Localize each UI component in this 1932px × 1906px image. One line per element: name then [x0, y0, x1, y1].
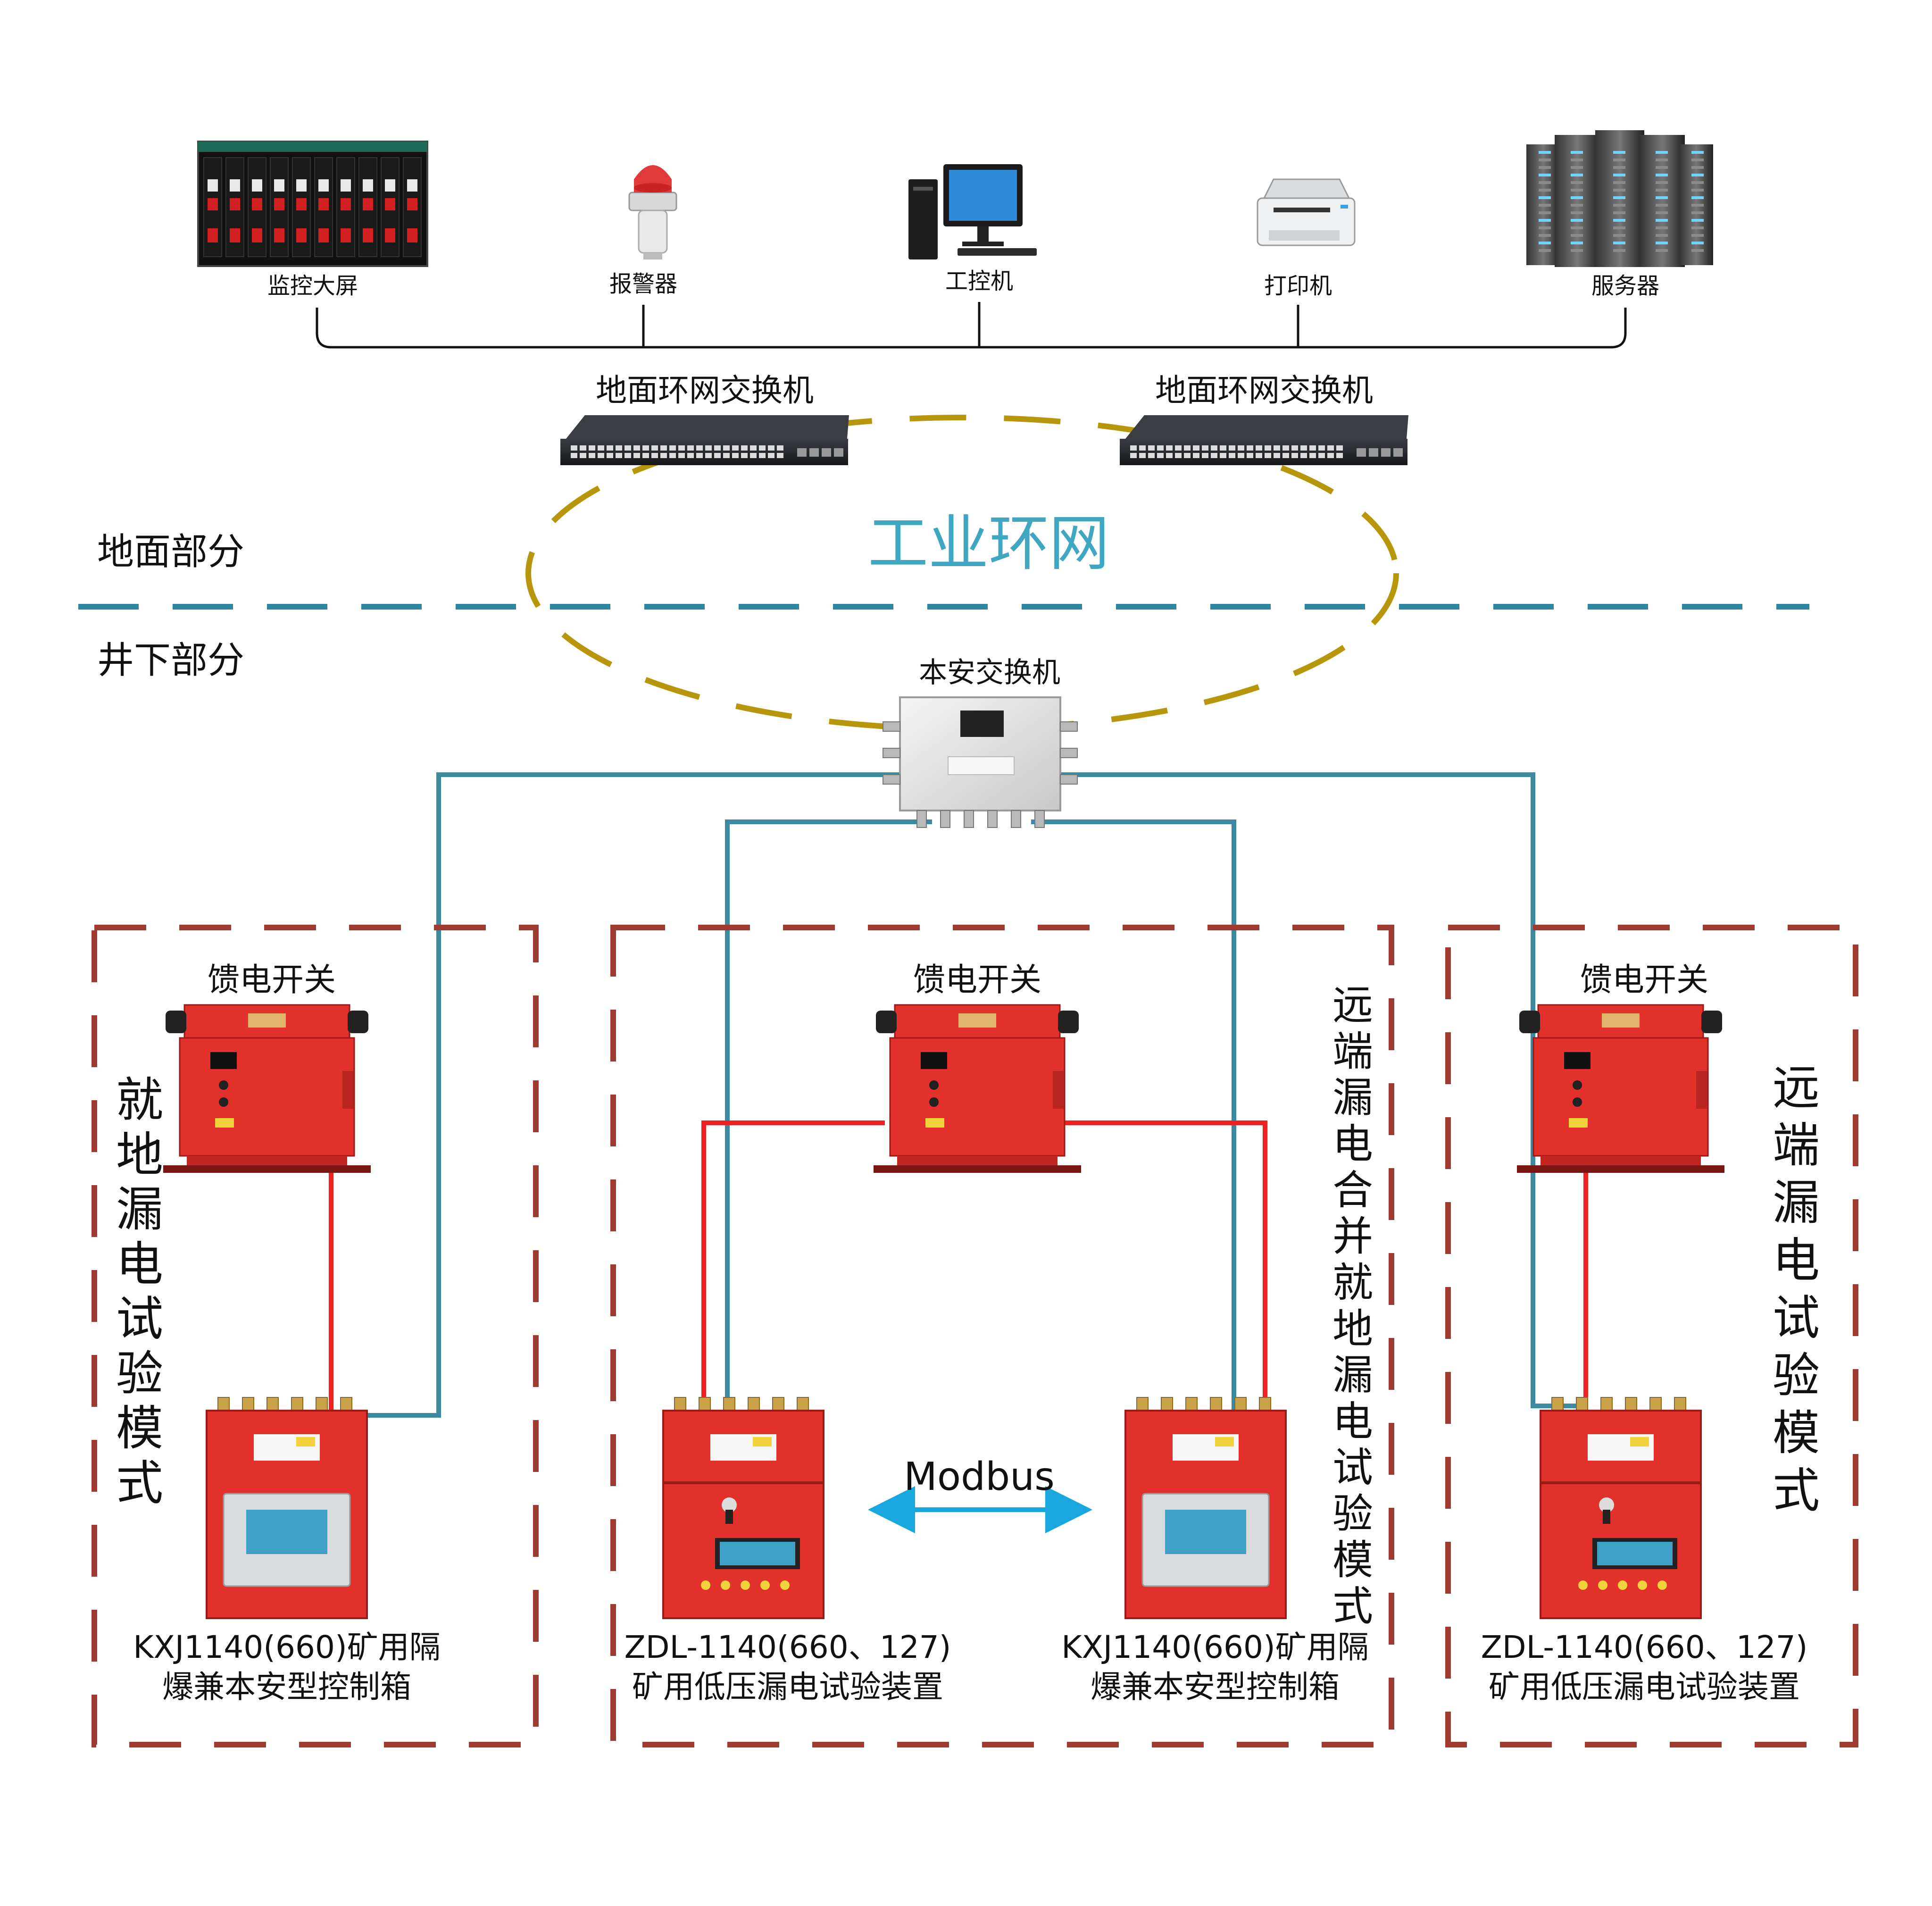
mode-char: 漏 [116, 1182, 163, 1237]
group-local-mode [92, 925, 539, 1747]
mode-char: 远 [1773, 1060, 1820, 1115]
alarm-label: 报警器 [609, 271, 677, 297]
mode-char: 试 [1332, 1444, 1373, 1491]
mode-char: 验 [1773, 1348, 1820, 1403]
mode-char: 式 [1332, 1583, 1373, 1630]
mode-char: 试 [1773, 1290, 1820, 1346]
mode-char: 漏 [1332, 1074, 1373, 1121]
underground-section-label: 井下部分 [97, 639, 244, 682]
mode-char: 地 [116, 1127, 163, 1182]
ring-switch-right-label: 地面环网交换机 [1155, 372, 1373, 409]
kxj-control-box-left-icon [206, 1397, 368, 1619]
kxj-left-caption-line2: 爆兼本安型控制箱 [162, 1669, 411, 1705]
group-remote-mode [1445, 925, 1858, 1747]
mode-char: 模 [1773, 1405, 1820, 1461]
mode-char: 验 [116, 1346, 163, 1401]
modbus-label: Modbus [904, 1455, 1055, 1499]
mode-char: 端 [1332, 1028, 1373, 1075]
group-combined-mode [610, 925, 1394, 1747]
mode-char: 合 [1332, 1167, 1373, 1214]
ring-switch-left-label: 地面环网交换机 [596, 372, 814, 409]
zdl-test-device-right-icon [1540, 1397, 1702, 1619]
ring-switch-left-icon [560, 415, 849, 465]
mode-char: 模 [116, 1401, 163, 1456]
zdl-right-caption-line2: 矿用低压漏电试验装置 [1489, 1669, 1800, 1705]
mode-char: 就 [116, 1072, 163, 1128]
feeder-switch-right-label: 馈电开关 [1580, 961, 1708, 999]
zdl-mid-caption-line1: ZDL-1140(660、127) [625, 1629, 951, 1665]
mode-char: 远 [1332, 982, 1373, 1029]
feeder-switch-right-icon [1517, 1004, 1724, 1173]
zdl-test-device-mid-icon [662, 1397, 824, 1619]
mode-char: 漏 [1332, 1352, 1373, 1399]
feeder-switch-left-label: 馈电开关 [208, 961, 336, 999]
ia-switch-icon [883, 696, 1078, 828]
ring-network-label: 工业环网 [868, 509, 1109, 579]
surface-section-label: 地面部分 [97, 531, 244, 573]
mode-char: 电 [116, 1237, 163, 1292]
mode-char: 式 [1773, 1463, 1820, 1518]
ia-switch-label: 本安交换机 [919, 656, 1060, 689]
mode-char: 模 [1332, 1537, 1373, 1584]
feeder-switch-left-icon [163, 1004, 371, 1173]
mode-char: 验 [1332, 1490, 1373, 1538]
industrial-pc-icon [908, 164, 1037, 259]
zdl-right-caption-line1: ZDL-1140(660、127) [1481, 1629, 1808, 1665]
ring-switch-right-icon [1120, 415, 1408, 465]
alarm-icon [628, 165, 677, 259]
mode-char: 地 [1332, 1305, 1373, 1353]
monitor-wall-label: 监控大屏 [267, 273, 358, 299]
kxj-mid-caption-line1: KXJ1140(660)矿用隔 [1061, 1629, 1368, 1665]
mode-char: 就 [1332, 1259, 1373, 1306]
printer-icon [1257, 178, 1356, 246]
mode-char: 电 [1332, 1120, 1373, 1168]
surface-bus-line [316, 302, 1627, 349]
zdl-mid-caption-line2: 矿用低压漏电试验装置 [632, 1669, 943, 1705]
mode-char: 电 [1773, 1233, 1820, 1288]
mode-char: 电 [1332, 1398, 1373, 1445]
mode-char: 试 [116, 1291, 163, 1346]
mode-char: 并 [1332, 1213, 1373, 1260]
server-rack-icon [1526, 130, 1713, 267]
printer-label: 打印机 [1264, 273, 1332, 299]
monitor-wall-icon [197, 141, 428, 267]
mode-char: 端 [1773, 1118, 1820, 1173]
mode-char: 漏 [1773, 1175, 1820, 1230]
kxj-left-caption-line1: KXJ1140(660)矿用隔 [133, 1629, 440, 1665]
kxj-control-box-mid-icon [1124, 1397, 1287, 1619]
feeder-switch-mid-icon [874, 1004, 1081, 1173]
kxj-mid-caption-line2: 爆兼本安型控制箱 [1091, 1669, 1340, 1705]
feeder-switch-mid-label: 馈电开关 [913, 961, 1041, 999]
mode-char: 式 [116, 1455, 163, 1511]
server-label: 服务器 [1591, 273, 1659, 299]
industrial-pc-label: 工控机 [945, 268, 1013, 294]
